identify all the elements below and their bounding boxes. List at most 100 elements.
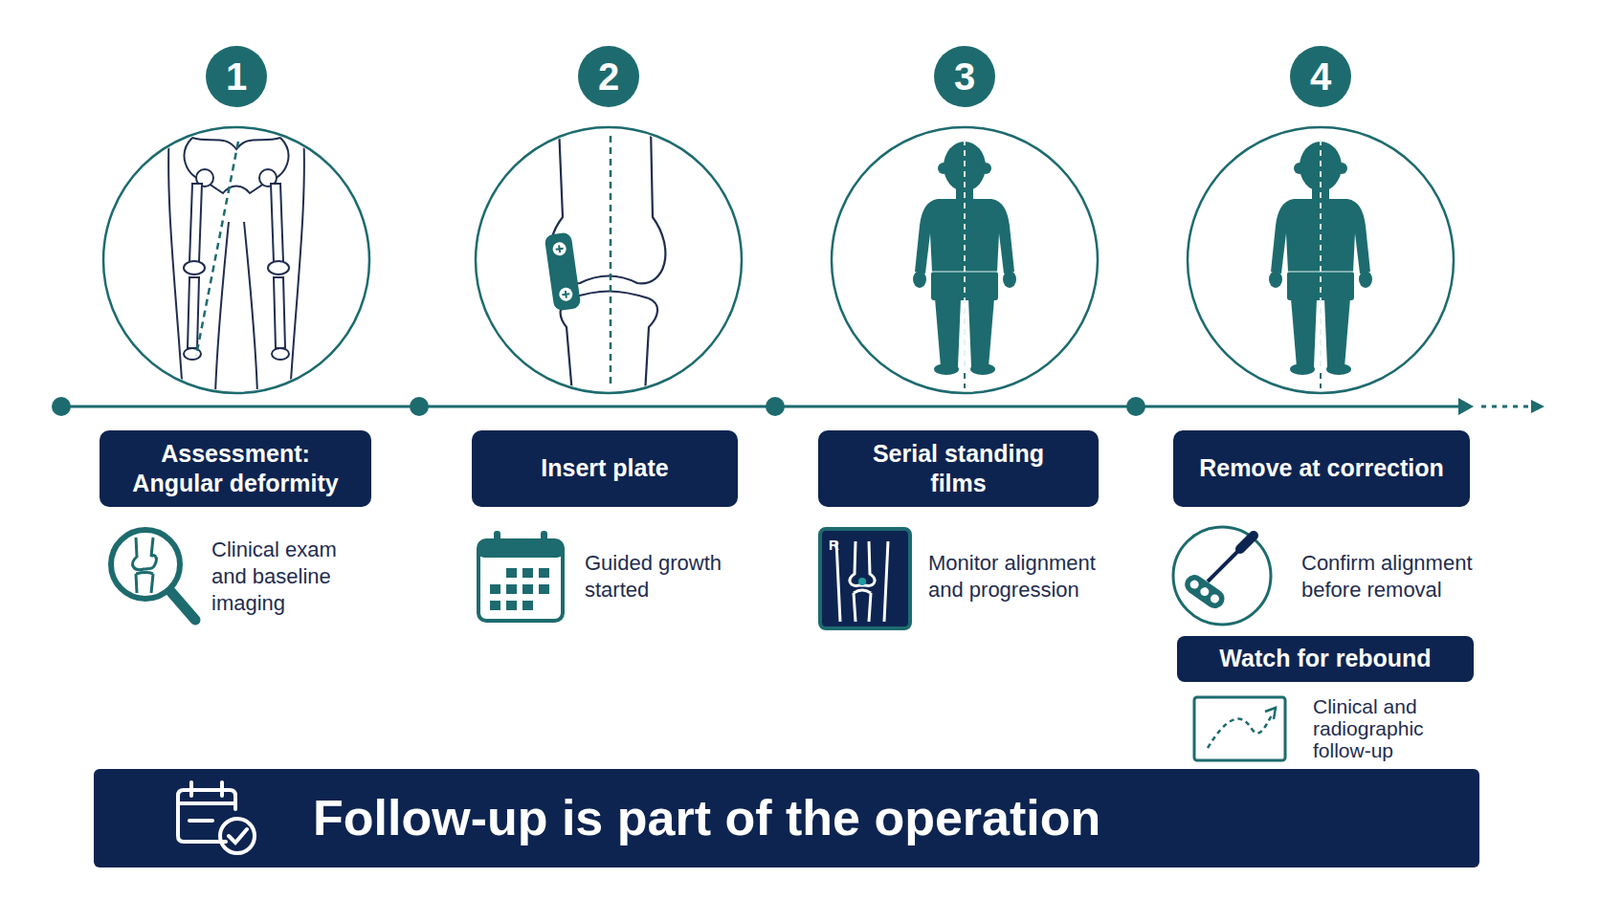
step-header-box: Insert plate	[471, 430, 738, 508]
step-header-box: Assessment: Angular deformity	[99, 430, 372, 508]
box-text: Assessment: Angular deformity	[128, 439, 343, 500]
calendar-icon	[522, 584, 534, 595]
step-number-text: 2	[598, 52, 620, 101]
child-illustration	[933, 363, 959, 376]
step-number: 4	[1289, 45, 1352, 108]
step-header-box: Remove at correction	[1173, 430, 1470, 508]
child-illustration	[1287, 271, 1355, 301]
screwdriver-icon	[1180, 571, 1228, 613]
calendar-icon	[506, 584, 517, 595]
step-header-box: Serial standing films	[818, 430, 1099, 508]
calendar-check-icon	[220, 782, 224, 797]
xray-icon	[853, 590, 871, 623]
child-illustration	[963, 373, 966, 389]
xray-icon	[858, 577, 867, 586]
legs-illustration	[267, 261, 289, 275]
follow-up-note: Clinical and radiographic follow-up	[1312, 695, 1457, 762]
legs-illustration	[103, 126, 370, 395]
child-illustration	[1187, 127, 1454, 394]
calendar-check-icon	[177, 801, 236, 806]
box-text: Serial standing films	[846, 439, 1070, 500]
calendar-check-icon	[220, 819, 255, 854]
knee-plate-illustration	[555, 244, 571, 300]
step-note: Monitor alignment and progression	[928, 550, 1130, 604]
legs-illustration	[189, 183, 202, 263]
knee-plate-illustration	[544, 231, 582, 312]
box-text: Follow-up is part of the operation	[312, 787, 1101, 850]
box-text: Remove at correction	[1199, 453, 1445, 484]
calendar-icon	[506, 600, 517, 611]
calendar-icon	[478, 540, 563, 558]
calendar-icon	[538, 584, 550, 595]
legs-illustration	[183, 261, 205, 275]
legs-illustration	[273, 277, 286, 349]
child-illustration	[1268, 270, 1283, 289]
xray-icon	[849, 541, 875, 586]
knee-plate-illustration	[609, 135, 613, 385]
calendar-icon	[489, 568, 550, 611]
magnifier-icon	[170, 591, 196, 621]
magnifier-icon	[133, 537, 157, 571]
child-illustration	[968, 298, 995, 368]
child-illustration	[937, 162, 950, 175]
timeline	[765, 397, 785, 417]
screwdriver-icon	[1207, 549, 1241, 582]
xray-icon	[836, 541, 889, 623]
screwdriver-icon	[1208, 593, 1222, 606]
child-illustration	[970, 363, 996, 376]
banner-box: Follow-up is part of the operation	[93, 769, 1480, 868]
child-illustration	[1290, 298, 1317, 368]
rebound-graph-icon	[1265, 708, 1276, 720]
screwdriver-icon	[1173, 527, 1271, 625]
rebound-graph-icon	[1194, 697, 1286, 761]
legs-illustration	[103, 127, 370, 394]
step-note: Confirm alignment before removal	[1301, 550, 1503, 604]
box-text: Watch for rebound	[1219, 644, 1431, 674]
legs-illustration	[196, 141, 239, 356]
calendar-icon	[538, 568, 550, 578]
knee-plate-illustration	[560, 298, 573, 395]
calendar-icon	[522, 568, 534, 578]
child-illustration	[1358, 270, 1373, 289]
step-number: 3	[933, 45, 996, 108]
step-number: 2	[577, 45, 640, 108]
calendar-icon	[478, 531, 563, 622]
xray-marker: R	[828, 537, 852, 554]
child-illustration	[1335, 162, 1348, 175]
xray-icon	[836, 541, 889, 623]
timeline	[1126, 397, 1146, 417]
child-illustration	[1326, 363, 1352, 376]
child-illustration	[934, 298, 961, 368]
rebound-box: Watch for rebound	[1177, 636, 1474, 683]
child-illustration	[1287, 270, 1355, 272]
screwdriver-icon	[1173, 527, 1271, 625]
legs-illustration	[168, 126, 183, 395]
calendar-check-icon	[228, 829, 247, 844]
box-text: Insert plate	[540, 453, 668, 484]
timeline	[61, 405, 1463, 409]
child-illustration	[1289, 363, 1315, 376]
child-illustration	[1324, 298, 1351, 368]
step-note: Guided growth started	[584, 550, 757, 604]
legs-illustration	[270, 183, 284, 263]
knee-plate-illustration	[544, 231, 582, 312]
rebound-graph-icon	[1207, 713, 1273, 749]
calendar-check-icon	[189, 782, 194, 797]
legs-illustration	[289, 126, 305, 395]
calendar-check-icon	[177, 782, 255, 854]
child-illustration	[1002, 270, 1017, 289]
knee-plate-illustration	[644, 298, 658, 395]
legs-illustration	[187, 277, 200, 349]
xray-icon	[820, 529, 911, 629]
child-illustration	[831, 127, 1098, 394]
child-illustration	[1319, 373, 1322, 389]
step-number: 1	[205, 45, 267, 108]
step-note: Clinical exam and baseline imaging	[211, 536, 370, 618]
timeline	[409, 397, 429, 417]
step-number-text: 4	[1310, 52, 1332, 101]
child-illustration	[931, 270, 999, 272]
knee-plate-illustration	[475, 127, 742, 394]
child-illustration	[831, 127, 1098, 394]
child-illustration	[1293, 162, 1306, 175]
